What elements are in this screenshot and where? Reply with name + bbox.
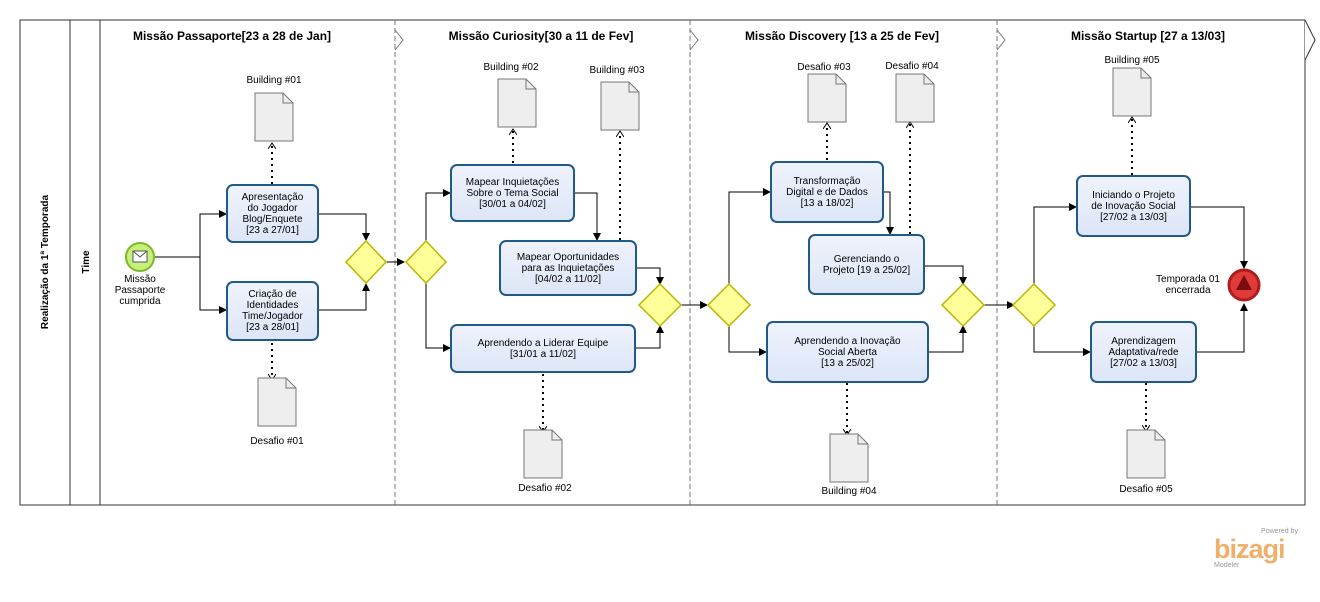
brand-name: bizagi	[1214, 534, 1286, 564]
gateways	[344, 239, 1057, 328]
envelope-icon	[132, 250, 148, 263]
artifact-label-building01: Building #01	[246, 75, 302, 86]
artifact-label-desafio04: Desafio #04	[885, 61, 939, 72]
gateway-split-startup	[1011, 282, 1057, 328]
phase-label-discovery: Missão Discovery [13 a 25 de Fev]	[745, 29, 939, 43]
task-mapear-oportunidades[interactable]: Mapear Oportunidades para as Inquietaçõe…	[499, 240, 637, 296]
artifact-label-desafio03: Desafio #03	[797, 62, 851, 73]
artifact-label-desafio05: Desafio #05	[1119, 484, 1173, 495]
task-iniciando-projeto[interactable]: Iniciando o Projeto de Inovação Social […	[1076, 175, 1191, 237]
task-mapear-inquietacoes[interactable]: Mapear Inquietações Sobre o Tema Social …	[450, 164, 575, 222]
document-icon-desafio02	[523, 429, 563, 479]
pool: Realização da 1ª Temporada Time	[19, 19, 1306, 506]
artifact-label-building03: Building #03	[589, 65, 645, 76]
document-icon-desafio04	[895, 73, 935, 123]
start-event-label: Missão Passaporte cumprida	[114, 274, 166, 307]
bizagi-logo: Powered by bizagi Modeler	[1210, 528, 1310, 572]
end-event-label: Temporada 01 encerrada	[1156, 274, 1220, 296]
gateway-split-discovery	[706, 282, 752, 328]
phase-label-curiosity: Missão Curiosity[30 a 11 de Fev]	[449, 29, 634, 43]
task-criacao-identidades[interactable]: Criação de Identidades Time/Jogador [23 …	[226, 281, 319, 341]
artifact-label-building02: Building #02	[483, 62, 539, 73]
artifact-label-building05: Building #05	[1104, 55, 1160, 66]
artifact-label-building04: Building #04	[821, 486, 877, 497]
artifact-label-desafio01: Desafio #01	[250, 436, 304, 447]
gateway-join-curiosity	[637, 282, 683, 328]
task-apresentacao-jogador[interactable]: Apresentação do Jogador Blog/Enquete [23…	[226, 184, 319, 243]
document-icon-desafio05	[1126, 429, 1166, 479]
document-icon-building04	[829, 433, 869, 483]
document-icon-building01	[254, 92, 294, 142]
document-icon-building03	[600, 81, 640, 131]
task-aprendendo-liderar-equipe[interactable]: Aprendendo a Liderar Equipe [31/01 a 11/…	[450, 324, 636, 373]
task-transformacao-digital[interactable]: Transformação Digital e de Dados [13 a 1…	[770, 161, 884, 223]
lane-title: Time	[81, 250, 92, 274]
signal-triangle-icon	[1236, 275, 1252, 290]
phase-label-startup: Missão Startup [27 a 13/03]	[1071, 29, 1225, 43]
task-inovacao-social-aberta[interactable]: Aprendendo a Inovação Social Aberta [13 …	[766, 321, 929, 383]
end-event[interactable]	[1227, 268, 1261, 302]
phase-label-passaporte: Missão Passaporte[23 a 28 de Jan]	[133, 29, 331, 43]
artifact-label-desafio02: Desafio #02	[518, 483, 572, 494]
gateway-join-discovery	[940, 282, 986, 328]
gateway-join-passaporte	[344, 239, 388, 285]
sequence-flows	[155, 188, 1248, 356]
associations	[272, 119, 1146, 433]
task-aprendizagem-adaptativa[interactable]: Aprendizagem Adaptativa/rede [27/02 a 13…	[1090, 321, 1197, 383]
document-icon-building02	[497, 78, 537, 128]
start-event[interactable]	[125, 242, 155, 272]
document-icon-building05	[1112, 67, 1152, 117]
document-icon-desafio03	[807, 73, 847, 123]
task-gerenciando-projeto[interactable]: Gerenciando o Projeto [19 a 25/02]	[808, 234, 925, 295]
document-icon-desafio01	[257, 377, 297, 427]
product-name: Modeler	[1214, 562, 1240, 569]
powered-by-text: Powered by	[1261, 528, 1298, 535]
gateway-split-curiosity	[404, 239, 448, 285]
pool-title: Realização da 1ª Temporada	[40, 195, 51, 330]
